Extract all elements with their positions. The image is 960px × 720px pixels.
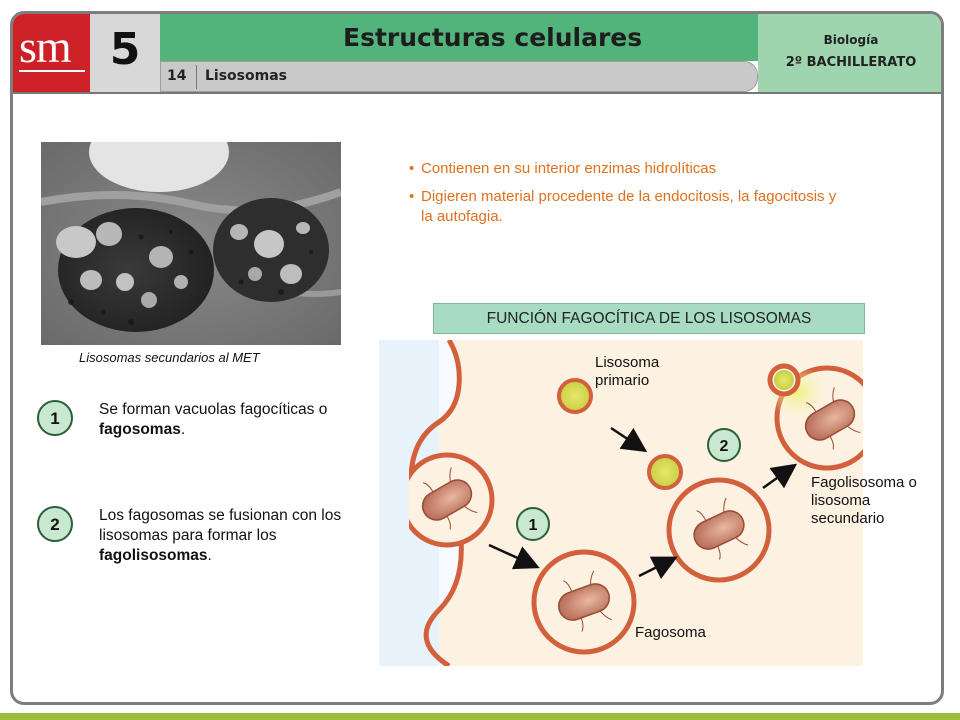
course-label: 2º BACHILLERATO bbox=[785, 55, 917, 70]
label-lisosoma-primario: Lisosoma primario bbox=[595, 354, 660, 389]
bacterium-icon bbox=[804, 387, 861, 450]
primary-lysosome bbox=[647, 454, 683, 490]
step-keyword: fagosomas bbox=[99, 421, 181, 438]
title-bar: Estructuras celulares bbox=[160, 14, 758, 61]
step-text-part: . bbox=[180, 421, 186, 438]
step-marker-1 bbox=[516, 507, 550, 541]
arrow-icon bbox=[638, 556, 678, 580]
step-number-badge: 1 bbox=[37, 400, 73, 436]
bacterium-icon bbox=[693, 497, 749, 560]
cell-cytoplasm bbox=[410, 340, 863, 666]
section-number: 14 bbox=[167, 68, 187, 84]
section-bar: 14 Lisosomas bbox=[160, 61, 758, 92]
step-marker-2 bbox=[707, 428, 741, 462]
diagram-title: FUNCIÓN FAGOCÍTICA DE LOS LISOSOMAS bbox=[433, 303, 865, 334]
header-divider bbox=[13, 92, 941, 94]
step-text-part: Se forman vacuolas fagocíticas o bbox=[99, 401, 328, 418]
bacterium-icon bbox=[557, 570, 612, 632]
phagocytosis-diagram: 1 2 bbox=[379, 340, 863, 666]
arrow-icon bbox=[610, 426, 648, 453]
micrograph-caption: Lisosomas secundarios al MET bbox=[79, 350, 260, 365]
bullet-item: • Digieren material procedente de la end… bbox=[409, 187, 839, 227]
arrow-icon bbox=[762, 463, 798, 490]
publisher-logo: sm bbox=[13, 14, 90, 94]
logo-underline bbox=[19, 70, 85, 72]
slide-frame: sm 5 Estructuras celulares 14 Lisosomas … bbox=[10, 11, 944, 705]
bullet-marker: • bbox=[409, 188, 415, 205]
unit-box: 5 bbox=[90, 14, 161, 94]
step-number-badge: 2 bbox=[37, 506, 73, 542]
subject-label: Biología bbox=[823, 33, 879, 47]
step-text-part: . bbox=[207, 547, 212, 564]
step-marker-1-label: 1 bbox=[529, 517, 538, 534]
bullet-marker: • bbox=[409, 160, 415, 177]
subject-box: Biología 2º BACHILLERATO bbox=[758, 14, 941, 94]
bullet-list: • Contienen en su interior enzimas hidro… bbox=[409, 159, 839, 235]
label-fagosoma: Fagosoma bbox=[635, 624, 706, 641]
unit-number: 5 bbox=[109, 24, 141, 75]
page-title: Estructuras celulares bbox=[343, 23, 643, 52]
label-fagolisosoma: Fagolisosoma o lisosoma secundario bbox=[811, 474, 917, 527]
bullet-text: Contienen en su interior enzimas hidrolí… bbox=[421, 160, 717, 177]
tem-micrograph bbox=[41, 142, 341, 345]
section-title: Lisosomas bbox=[205, 68, 287, 84]
primary-lysosome bbox=[557, 378, 593, 414]
section-divider bbox=[196, 65, 197, 89]
bullet-text: Digieren material procedente de la endoc… bbox=[421, 188, 837, 225]
step-marker-2-label: 2 bbox=[720, 438, 729, 455]
bacterium-icon bbox=[421, 467, 478, 530]
bottom-accent-line bbox=[0, 713, 960, 720]
step-text: Los fagosomas se fusionan con los lisoso… bbox=[99, 506, 369, 566]
arrow-icon bbox=[488, 543, 540, 570]
step-text-part: Los fagosomas se fusionan con los lisoso… bbox=[99, 507, 342, 544]
bullet-item: • Contienen en su interior enzimas hidro… bbox=[409, 159, 839, 179]
logo-text: sm bbox=[19, 21, 72, 72]
step-keyword: fagolisosomas bbox=[99, 547, 208, 564]
step-text: Se forman vacuolas fagocíticas o fagosom… bbox=[99, 400, 369, 440]
